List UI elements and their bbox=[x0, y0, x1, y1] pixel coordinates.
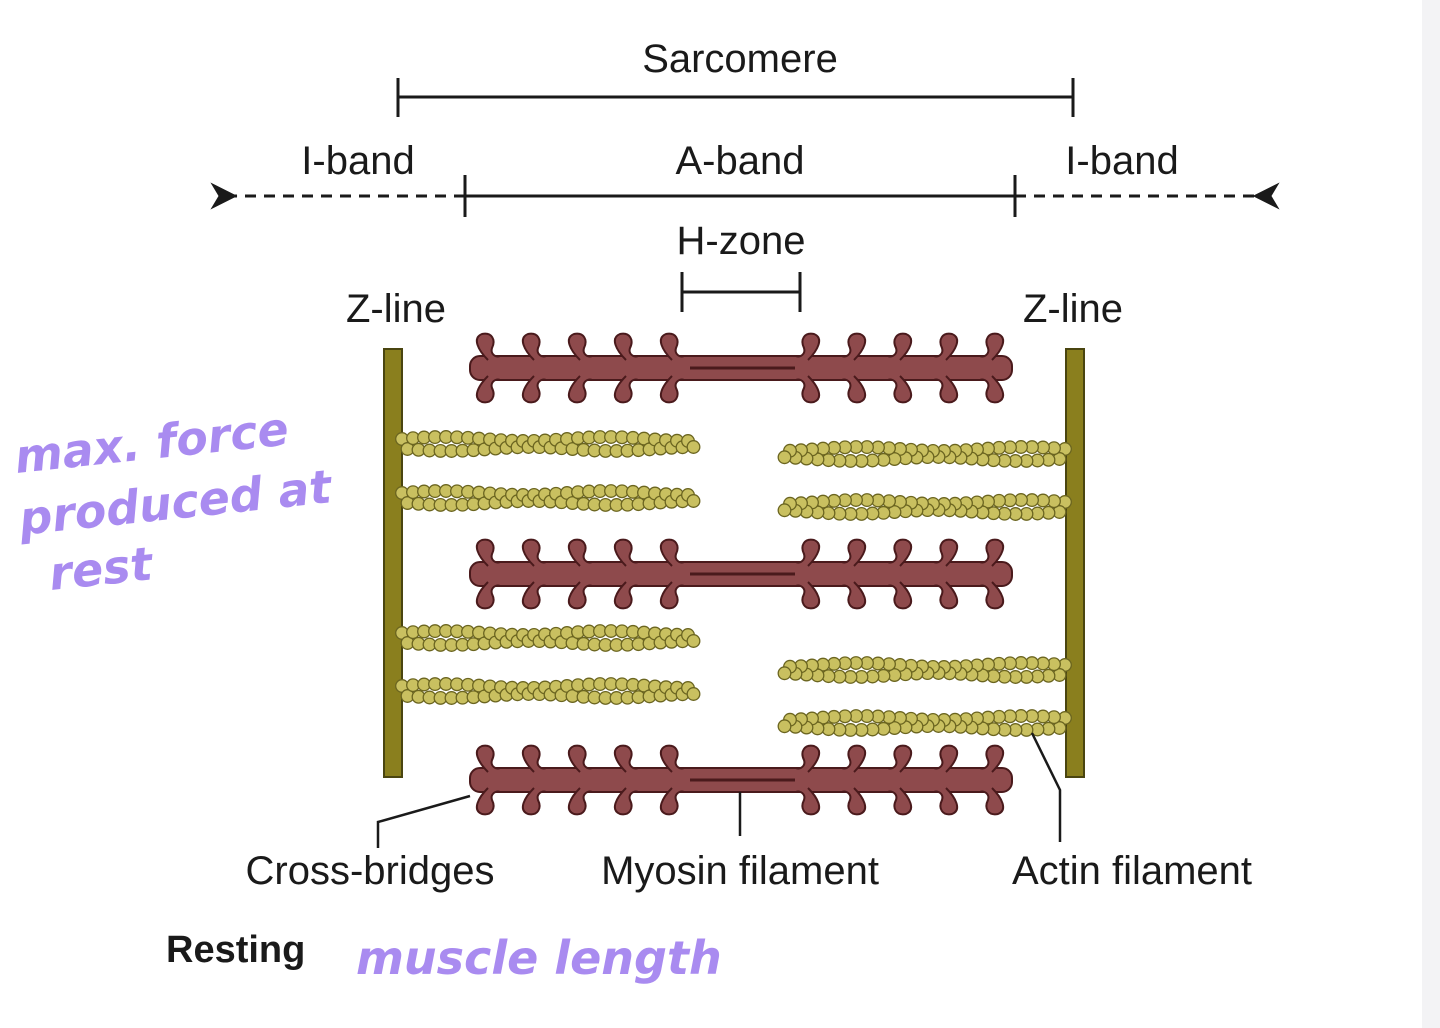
actin-filament-1 bbox=[395, 430, 701, 458]
handwritten-bottom-note: muscle length bbox=[356, 931, 722, 985]
page-edge bbox=[1422, 0, 1440, 1028]
actin-filament-3 bbox=[395, 624, 701, 652]
actin-filament-8 bbox=[777, 709, 1072, 737]
actin-filaments bbox=[395, 430, 1072, 737]
z-line-left-label: Z-line bbox=[346, 287, 446, 331]
actin-filament-7 bbox=[777, 656, 1072, 684]
actin-filament-2 bbox=[395, 484, 701, 512]
cross-bridges-label: Cross-bridges bbox=[246, 849, 495, 893]
z-line-right bbox=[1065, 348, 1085, 778]
handwritten-side-note: max. force produced at rest bbox=[12, 401, 336, 601]
state-label: Resting bbox=[166, 929, 305, 971]
a-band-label: A-band bbox=[676, 139, 805, 183]
i-band-left-label: I-band bbox=[301, 139, 414, 183]
myosin-filament-1 bbox=[469, 332, 1013, 404]
actin-filament-label: Actin filament bbox=[1012, 849, 1252, 893]
actin-filament-6 bbox=[777, 493, 1072, 521]
z-line-left bbox=[383, 348, 403, 778]
myosin-filaments bbox=[469, 332, 1013, 816]
actin-filament-5 bbox=[777, 440, 1072, 468]
actin-filament-4 bbox=[395, 677, 701, 705]
myosin-filament-3 bbox=[469, 744, 1013, 816]
h-zone-label: H-zone bbox=[677, 219, 806, 263]
i-band-right-label: I-band bbox=[1065, 139, 1178, 183]
sarcomere-label: Sarcomere bbox=[642, 37, 838, 81]
myosin-filament-2 bbox=[469, 538, 1013, 610]
z-line-right-label: Z-line bbox=[1023, 287, 1123, 331]
myosin-filament-label: Myosin filament bbox=[601, 849, 879, 893]
sarcomere-bracket bbox=[396, 78, 1075, 117]
leader-lines bbox=[376, 732, 1062, 848]
handwritten-line-3: rest bbox=[46, 536, 156, 601]
h-zone-bracket bbox=[680, 272, 802, 312]
